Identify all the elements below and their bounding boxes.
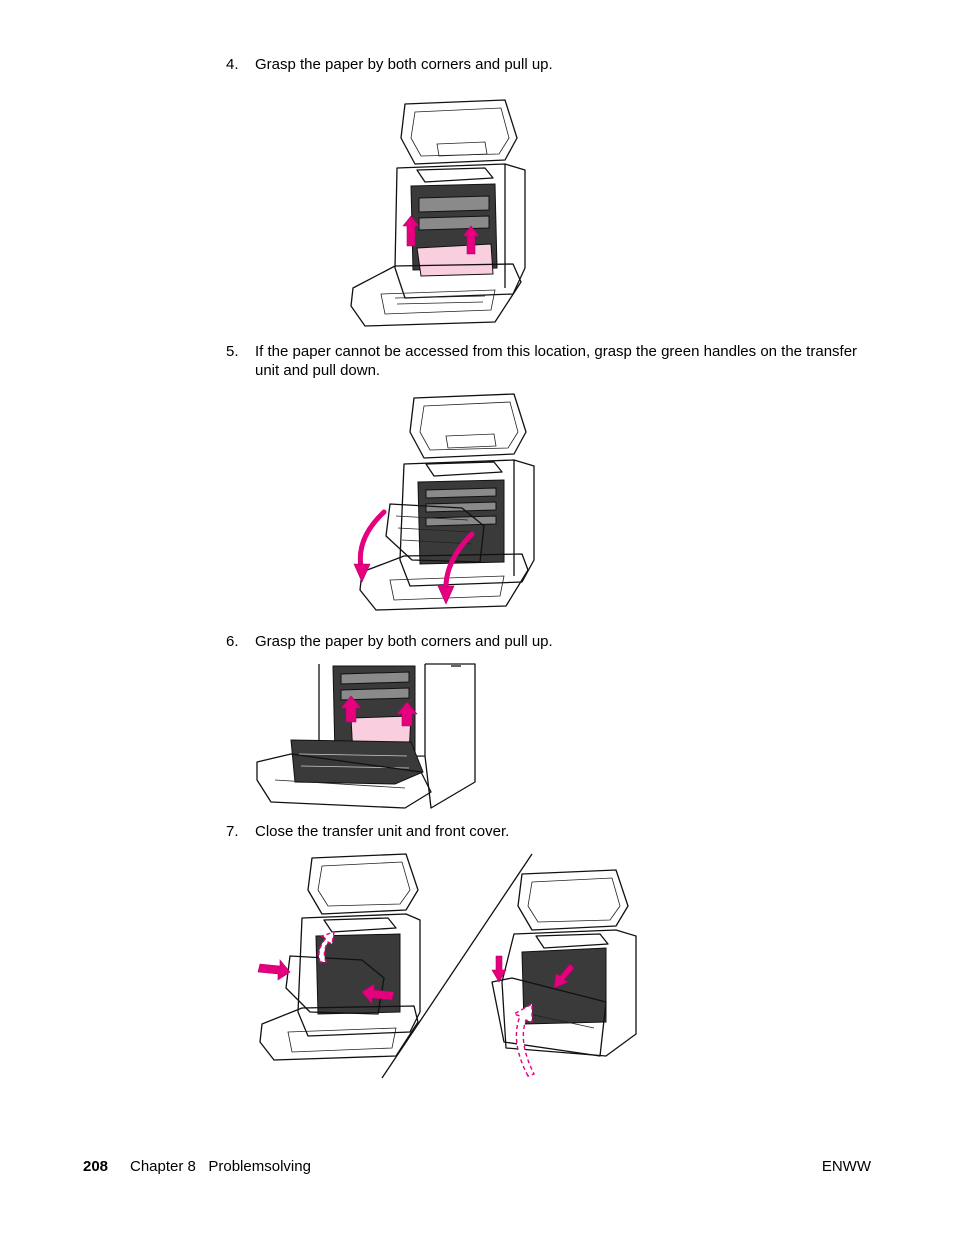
step-text: Close the transfer unit and front cover. — [255, 823, 510, 840]
printer-illustration-paper-pull-up — [345, 98, 530, 330]
printer-illustration-closeup-paper-pull-up — [255, 662, 477, 810]
step-7: 7. Close the transfer unit and front cov… — [226, 822, 866, 841]
step-number: 4. — [226, 56, 239, 73]
page-footer: 208 Chapter 8 Problemsolving ENWW — [83, 1158, 871, 1178]
step-5: 5. If the paper cannot be accessed from … — [226, 342, 866, 380]
chapter-title: Chapter 8 Problemsolving — [130, 1158, 311, 1175]
step-text: Grasp the paper by both corners and pull… — [255, 56, 553, 73]
step-text: If the paper cannot be accessed from thi… — [255, 343, 858, 379]
step-6: 6. Grasp the paper by both corners and p… — [226, 632, 866, 651]
printer-illustration-transfer-unit-pull-down — [350, 392, 540, 614]
step-number: 6. — [226, 633, 239, 650]
step-number: 7. — [226, 823, 239, 840]
step-4: 4. Grasp the paper by both corners and p… — [226, 55, 866, 74]
step-number: 5. — [226, 343, 239, 360]
printer-illustration-close-transfer-unit-and-cover — [250, 852, 640, 1082]
footer-right-label: ENWW — [821, 1158, 871, 1175]
page-number: 208 — [83, 1158, 109, 1175]
step-text: Grasp the paper by both corners and pull… — [255, 633, 553, 650]
